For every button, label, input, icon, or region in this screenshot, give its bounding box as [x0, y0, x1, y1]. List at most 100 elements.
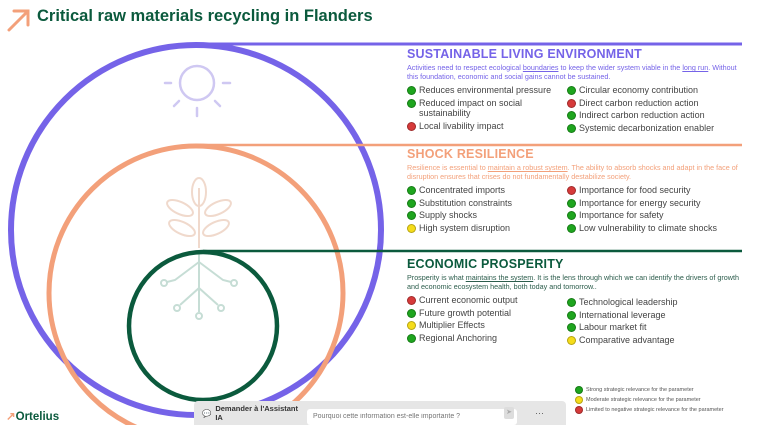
strong-dot-icon [407, 333, 416, 343]
strong-dot-icon [567, 223, 576, 233]
strong-dot-icon [407, 211, 416, 221]
limited-dot-icon [407, 296, 416, 306]
moderate-dot-icon [407, 223, 416, 233]
link-boundaries[interactable]: boundaries [522, 63, 559, 72]
indicator-item: Direct carbon reduction action [567, 98, 747, 109]
indicator-item: Concentrated imports [407, 185, 567, 196]
legend-label: Strong strategic relevance for the param… [586, 387, 694, 393]
ortelius-logo: ↗Ortelius [6, 411, 60, 423]
strong-dot-icon [567, 211, 576, 221]
legend-label: Moderate strategic relevance for the par… [586, 397, 701, 403]
indicator-label: International leverage [579, 309, 666, 320]
indicator-label: Local livability impact [419, 120, 504, 131]
indicator-label: Comparative advantage [579, 334, 675, 345]
send-icon[interactable]: ➤ [504, 407, 514, 419]
indicator-label: Reduced impact on social sustainability [419, 97, 523, 119]
roots-icon [160, 253, 238, 320]
indicator-item: Indirect carbon reduction action [567, 110, 747, 121]
indicator-item: International leverage [567, 310, 747, 321]
indicator-label: Indirect carbon reduction action [579, 110, 705, 121]
strong-dot-icon [567, 123, 576, 133]
section-title: ECONOMIC PROSPERITY [407, 257, 564, 271]
arrow-logo-icon [7, 9, 30, 32]
ask-assistant-button[interactable]: 💬Demander à l'Assistant IA [202, 404, 298, 422]
prosperity-circle [126, 249, 280, 403]
indicator-item: Reduces environmental pressure [407, 85, 567, 96]
strong-dot-icon [407, 86, 416, 96]
indicator-label: Importance for food security [579, 185, 691, 196]
indicator-label: Regional Anchoring [419, 332, 498, 343]
indicator-label: Concentrated imports [419, 185, 506, 196]
indicator-item: Local livability impact [407, 121, 567, 132]
indicator-label: Direct carbon reduction action [579, 97, 699, 108]
legend-label: Limited to negative strategic relevance … [586, 407, 724, 413]
indicator-item: Regional Anchoring [407, 333, 567, 344]
assistant-question-input[interactable] [307, 408, 517, 425]
page-title: Critical raw materials recycling in Flan… [37, 7, 373, 25]
indicator-item: Circular economy contribution [567, 85, 747, 96]
moderate-dot-icon [407, 321, 416, 331]
indicator-item: Current economic output [407, 295, 567, 306]
moderate-dot-icon [567, 335, 576, 345]
indicator-label: Labour market fit [579, 322, 647, 333]
strong-dot-icon [407, 186, 416, 196]
indicator-item: Supply shocks [407, 210, 567, 221]
indicator-item: Importance for energy security [567, 198, 747, 209]
indicator-label: Systemic decarbonization enabler [579, 122, 715, 133]
indicator-label: Importance for safety [579, 210, 664, 221]
assistant-input-wrapper: ➤ [307, 405, 517, 425]
indicator-label: High system disruption [419, 222, 511, 233]
section-title: SHOCK RESILIENCE [407, 147, 534, 161]
strong-dot-icon [567, 298, 576, 308]
limited-dot-icon [407, 121, 416, 131]
section-description: Prosperity is what maintains the system.… [407, 273, 739, 291]
link-maintains-system[interactable]: maintains the system [465, 273, 534, 282]
indicator-item: Comparative advantage [567, 335, 747, 346]
section-prosperity: ECONOMIC PROSPERITY Prosperity is what m… [407, 257, 747, 347]
arrow-icon: ↗ [6, 411, 16, 423]
strong-dot-icon [407, 308, 416, 318]
strong-dot-icon [567, 310, 576, 320]
indicator-label: Technological leadership [579, 297, 678, 308]
section-description: Activities need to respect ecological bo… [407, 63, 737, 81]
indicator-item: Systemic decarbonization enabler [567, 123, 747, 134]
assistant-bar: 💬Demander à l'Assistant IA ➤ ··· [194, 401, 566, 425]
limited-dot-icon [567, 186, 576, 196]
indicator-item: Importance for safety [567, 210, 747, 221]
indicator-item: Future growth potential [407, 308, 567, 319]
indicator-item: Labour market fit [567, 322, 747, 333]
indicator-label: Future growth potential [419, 307, 512, 318]
strong-dot-icon [567, 111, 576, 121]
indicator-label: Supply shocks [419, 210, 478, 221]
indicator-label: Multiplier Effects [419, 320, 485, 331]
link-long-run[interactable]: long run [682, 63, 709, 72]
limited-dot-icon [575, 406, 583, 414]
section-sustainable: SUSTAINABLE LIVING ENVIRONMENT Activitie… [407, 47, 747, 135]
moderate-dot-icon [575, 396, 583, 404]
indicator-label: Substitution constraints [419, 197, 513, 208]
limited-dot-icon [567, 98, 576, 108]
indicator-label: Current economic output [419, 295, 518, 306]
strong-dot-icon [575, 386, 583, 394]
indicator-item: Reduced impact on social sustainability [407, 98, 567, 119]
indicator-item: High system disruption [407, 223, 567, 234]
section-description: Resilience is essential to maintain a ro… [407, 163, 738, 181]
strong-dot-icon [407, 98, 416, 108]
more-options-button[interactable]: ··· [535, 408, 544, 418]
link-robust-system[interactable]: maintain a robust system [487, 163, 568, 172]
legend: Strong strategic relevance for the param… [575, 385, 724, 415]
strong-dot-icon [407, 198, 416, 208]
indicator-label: Circular economy contribution [579, 85, 699, 96]
strong-dot-icon [567, 198, 576, 208]
strong-dot-icon [567, 86, 576, 96]
strong-dot-icon [567, 323, 576, 333]
chat-icon: 💬 [202, 408, 212, 418]
indicator-item: Low vulnerability to climate shocks [567, 223, 747, 234]
